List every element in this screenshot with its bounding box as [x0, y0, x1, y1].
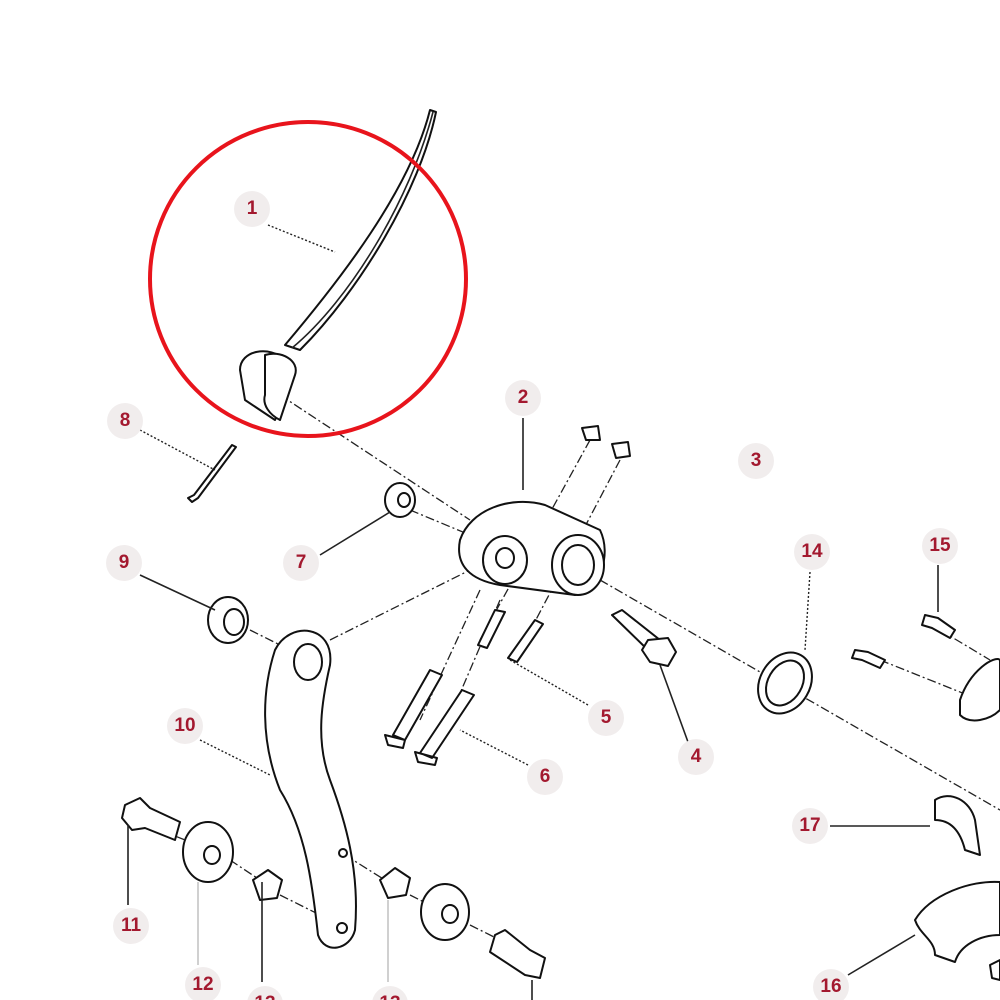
callout-11: 11	[113, 908, 149, 944]
callout-3: 3	[738, 443, 774, 479]
part-12-washer	[182, 821, 234, 883]
callout-7: 7	[283, 545, 319, 581]
part-1-wiper-arm	[239, 109, 437, 421]
callout-14: 14	[794, 534, 830, 570]
callout-15: 15	[922, 528, 958, 564]
callout-13: 13	[247, 986, 283, 1000]
part-15-bolt	[851, 614, 956, 669]
bolt-bottom	[489, 929, 546, 979]
part-2-pivot-housing	[458, 500, 606, 596]
part-9-bushing	[207, 596, 249, 644]
callout-6: 6	[527, 759, 563, 795]
part-14-seal-ring	[757, 651, 813, 715]
callout-4: 4	[678, 739, 714, 775]
highlight-circle	[148, 120, 468, 438]
part-10-link-arm	[264, 629, 357, 949]
part-2-clip	[581, 425, 631, 459]
callout-10: 10	[167, 708, 203, 744]
callout-9: 9	[106, 545, 142, 581]
callout-5: 5	[588, 700, 624, 736]
callout-8: 8	[107, 403, 143, 439]
part-4-bolt	[611, 609, 677, 667]
part-11-bolt	[121, 797, 181, 841]
callout-16: 16	[813, 969, 849, 1000]
part-6-bolts	[384, 669, 475, 766]
leader-lines	[127, 224, 939, 1000]
part-13-spacer	[379, 867, 411, 899]
part-17-clamp	[934, 795, 981, 856]
part-12-washer	[420, 883, 470, 941]
part-5-screws	[477, 609, 544, 663]
callout-2: 2	[505, 380, 541, 416]
callout-17: 17	[792, 808, 828, 844]
part-13-spacer	[252, 869, 283, 901]
part-16-clamp	[914, 880, 1000, 981]
callout-1: 1	[234, 191, 270, 227]
part-7-washer	[384, 482, 416, 518]
callout-13: 13	[372, 986, 408, 1000]
callout-12: 12	[185, 967, 221, 1000]
bracket-right	[959, 658, 1000, 722]
part-8-pin	[187, 444, 237, 503]
